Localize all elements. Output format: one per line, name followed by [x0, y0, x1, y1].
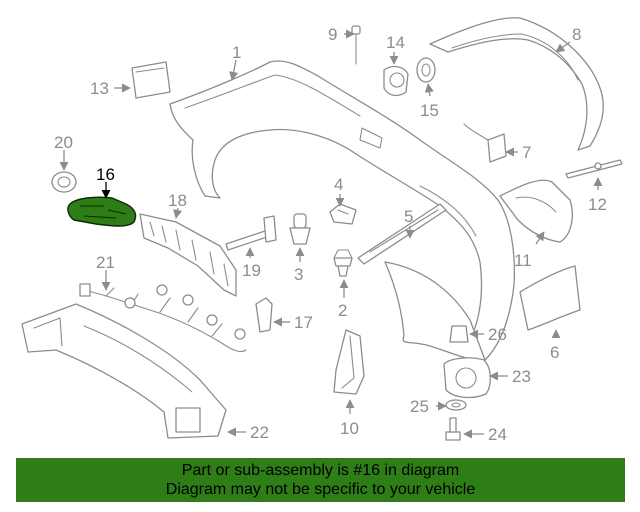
callout-16: 16 [96, 165, 115, 184]
screw-part [333, 249, 353, 277]
callout-2: 2 [338, 301, 347, 320]
washer-part [445, 399, 467, 411]
ring-part [416, 57, 436, 83]
callout-5: 5 [404, 207, 413, 226]
callout-21: 21 [96, 253, 115, 272]
callout-7: 7 [522, 143, 531, 162]
clip-part [329, 203, 357, 225]
sensor-connector-part [463, 123, 507, 163]
callout-26: 26 [488, 325, 507, 344]
callout-13: 13 [90, 79, 109, 98]
callout-25: 25 [410, 397, 429, 416]
callout-22: 22 [250, 423, 269, 442]
callout-15: 15 [420, 101, 439, 120]
parts-diagram: 1 2 3 4 5 6 7 8 9 10 11 12 13 14 15 16 1… [21, 17, 623, 444]
reinforcement-beam-part [21, 303, 227, 439]
banner-line-2: Diagram may not be specific to your vehi… [165, 481, 476, 498]
sensor-part [383, 65, 409, 97]
panel-part [519, 265, 581, 331]
part-info-banner: Part or sub-assembly is #16 in diagram D… [16, 458, 625, 502]
callout-17: 17 [294, 313, 313, 332]
callout-24: 24 [488, 425, 507, 444]
grommet-part [289, 213, 311, 245]
callout-9: 9 [328, 25, 337, 44]
callout-12: 12 [588, 195, 607, 214]
callout-numbers: 1 2 3 4 5 6 7 8 9 10 11 12 13 14 15 16 1… [54, 25, 607, 444]
tag-part [131, 61, 171, 99]
callout-4: 4 [334, 175, 343, 194]
callout-19: 19 [242, 261, 261, 280]
stud-part [565, 159, 623, 179]
leader-lines [59, 29, 603, 439]
callout-23: 23 [512, 367, 531, 386]
absorber-part [139, 213, 237, 297]
banner-line-1: Part or sub-assembly is #16 in diagram [181, 462, 460, 479]
callout-3: 3 [294, 265, 303, 284]
callout-18: 18 [168, 191, 187, 210]
callout-20: 20 [54, 133, 73, 152]
side-bracket-part [499, 179, 573, 243]
bolt-part [445, 417, 461, 441]
pin-part [351, 25, 361, 65]
wiring-harness-part [79, 283, 247, 353]
small-bracket-part [255, 297, 273, 333]
cap-part [51, 171, 77, 193]
callout-14: 14 [386, 33, 405, 52]
brace-part [225, 215, 277, 251]
horn-part [443, 357, 491, 399]
callout-8: 8 [572, 25, 581, 44]
callout-11: 11 [514, 251, 532, 270]
rail-bracket-part [357, 203, 447, 265]
callout-6: 6 [550, 343, 559, 362]
callout-10: 10 [340, 419, 359, 438]
highlighted-bracket-part [67, 196, 137, 227]
callout-1: 1 [232, 43, 241, 62]
nut-part [449, 325, 469, 343]
side-panel-part [333, 329, 365, 395]
